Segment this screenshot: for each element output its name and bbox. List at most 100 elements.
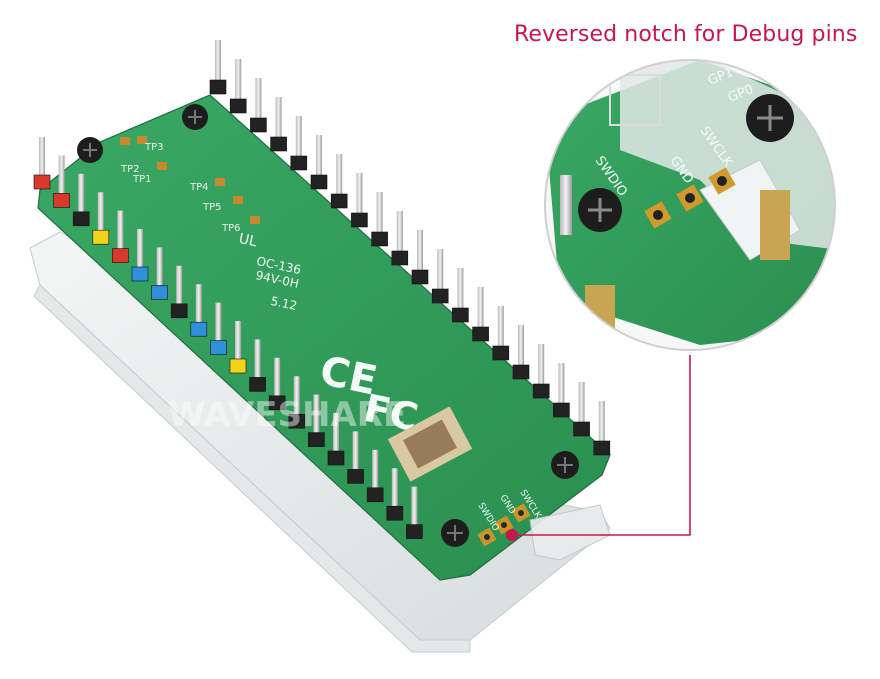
header-pin-housing <box>452 307 469 323</box>
header-pin <box>417 230 423 270</box>
header-pin <box>255 78 262 118</box>
header-pin <box>97 192 104 231</box>
header-pin-housing <box>406 524 423 539</box>
header-pin <box>176 265 183 304</box>
header-pin <box>235 321 241 359</box>
header-pin-housing <box>347 469 364 484</box>
header-pin-housing <box>112 248 129 263</box>
header-pin <box>58 155 65 194</box>
header-pin <box>215 40 221 80</box>
header-pin <box>598 401 605 441</box>
header-pin-housing <box>250 117 267 133</box>
header-pin-housing <box>366 487 384 503</box>
datamatrix-code <box>387 406 473 482</box>
watermark: WAVESHARE <box>168 395 406 435</box>
header-pin <box>356 173 363 213</box>
header-pin <box>411 486 418 525</box>
mounting-screw <box>77 137 103 163</box>
header-pin-housing <box>170 303 188 319</box>
header-pin <box>137 229 143 267</box>
tp-label: TP5 <box>202 202 222 213</box>
header-pin-housing <box>270 136 287 152</box>
header-pin-housing <box>371 231 388 247</box>
header-pin <box>316 135 322 175</box>
header-pin <box>275 97 282 137</box>
header-pin-housing <box>512 364 530 380</box>
header-pin <box>518 325 524 365</box>
header-pin-housing <box>288 413 306 429</box>
header-pin-housing <box>53 193 70 208</box>
header-pin-housing <box>190 321 208 337</box>
zoom-inset: GP1 GP0 SWCLK GND SWDIO <box>544 59 836 351</box>
callout-leader <box>506 355 691 541</box>
header-pin-housing <box>209 79 227 95</box>
header-pin <box>558 363 565 403</box>
header-pin-housing <box>330 193 348 209</box>
header-pin <box>437 249 444 289</box>
zoom-pin <box>560 175 572 235</box>
acrylic-standoff <box>529 504 611 561</box>
header-pin-housing <box>553 402 570 418</box>
header-pin <box>396 211 403 251</box>
header-pin <box>254 339 261 378</box>
zoom-debug-pads <box>644 167 736 229</box>
mounting-screw <box>182 104 208 130</box>
header-pin <box>215 302 222 341</box>
header-pin-housing <box>573 421 590 437</box>
header-pin <box>477 287 484 327</box>
mounting-screw <box>551 451 579 479</box>
header-pin <box>293 376 300 415</box>
header-pin <box>376 192 383 232</box>
tp-label: TP3 <box>144 142 164 153</box>
header-pin-housing <box>229 358 247 374</box>
header-pin-housing <box>492 345 510 361</box>
acrylic-edge <box>33 284 471 653</box>
header-pin <box>352 431 359 470</box>
tp-label: TP6 <box>221 223 241 234</box>
zoom-screw <box>746 94 794 142</box>
pico-pcb <box>37 94 611 581</box>
header-pin-housing <box>229 98 247 114</box>
header-pin <box>274 357 281 396</box>
debug-pads <box>477 503 531 547</box>
header-pin <box>195 284 202 323</box>
header-pin-housing <box>391 250 409 266</box>
header-pin <box>578 382 585 422</box>
header-pin-housing <box>92 229 110 245</box>
header-pin <box>333 413 339 451</box>
header-pin-housing <box>210 340 227 355</box>
mounting-screw <box>441 519 469 547</box>
header-pin <box>156 247 163 286</box>
header-pin-housing <box>131 266 149 282</box>
header-pin <box>336 154 343 194</box>
header-pin-housing <box>72 211 90 227</box>
zoom-screw <box>578 188 622 232</box>
header-pin-housing <box>290 155 308 171</box>
header-pin <box>117 210 124 249</box>
header-pin <box>235 59 242 99</box>
header-pin-housing <box>351 212 368 228</box>
header-pin-housing <box>310 174 328 190</box>
header-pin <box>457 268 464 308</box>
header-pin <box>39 137 45 175</box>
header-pin-housing <box>411 269 429 285</box>
tp-label: TP1 <box>132 174 152 185</box>
header-pin <box>78 173 85 212</box>
test-point-labels: TP2 TP3 TP1 TP4 TP5 TP6 <box>120 142 241 234</box>
right-pin-header <box>209 40 611 456</box>
header-pin <box>313 394 320 433</box>
header-pin-housing <box>151 285 168 300</box>
cert-line: 5.12 <box>269 294 298 313</box>
header-pin-housing <box>431 288 449 304</box>
header-pin <box>295 116 302 156</box>
header-pin <box>497 306 504 346</box>
header-pin-housing <box>386 505 404 521</box>
header-pin-housing <box>532 383 550 399</box>
tp-label: TP2 <box>120 164 140 175</box>
ul-mark: UL <box>237 231 258 250</box>
tp-label: TP4 <box>189 182 209 193</box>
header-pin-housing <box>593 440 611 456</box>
header-pin-housing <box>327 450 345 466</box>
header-pin <box>391 468 398 507</box>
